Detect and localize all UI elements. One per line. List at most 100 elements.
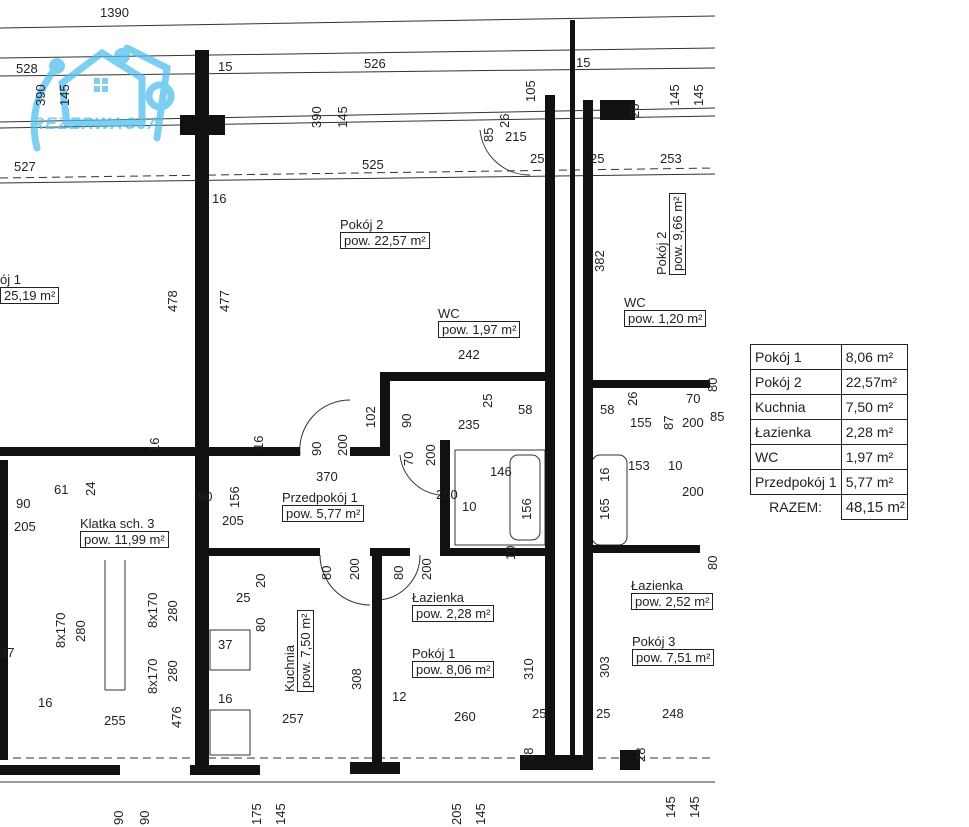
dimension-label: 205 [449, 803, 464, 825]
room-right-lazienka: Łazienka pow. 2,52 m² [631, 578, 714, 610]
dimension-label: 37 [218, 637, 233, 652]
dimension-label: 37 [0, 645, 15, 660]
room-kuchnia: Kuchnia pow. 7,50 m² [282, 609, 314, 692]
room-area: pow. 2,28 m² [412, 605, 495, 622]
dimension-label: 175 [249, 803, 264, 825]
dimension-label: 370 [316, 469, 338, 484]
dimension-label: 200 [347, 558, 362, 580]
dimension-label: 87 [661, 415, 676, 430]
room-name: WC [624, 295, 646, 310]
dimension-label: 58 [518, 402, 533, 417]
room-name: Kuchnia [750, 394, 842, 420]
dimension-label: 280 [73, 620, 88, 642]
room-lazienka: Łazienka pow. 2,28 m² [412, 590, 495, 622]
dimension-label: 145 [691, 84, 706, 106]
dimension-label: 25 [596, 706, 611, 721]
room-klatka-schodowa: Klatka sch. 3 pow. 11,99 m² [80, 516, 169, 548]
house-key-logo-icon [30, 44, 175, 152]
dimension-label: 25 [530, 151, 545, 166]
dimension-label: 10 [503, 545, 518, 560]
dimension-label: 156 [227, 486, 242, 508]
dimension-label: 165 [597, 498, 612, 520]
dimension-label: 200 [682, 415, 704, 430]
dimension-label: 10 [668, 458, 683, 473]
room-area: pow. 7,50 m² [297, 609, 314, 692]
room-name: Pokój 2 [340, 217, 384, 232]
dimension-label: 145 [57, 84, 72, 106]
room-area: pow. 7,51 m² [632, 649, 715, 666]
dimension-label: 153 [628, 458, 650, 473]
dimension-label: 12 [392, 689, 407, 704]
room-area: pow. 2,52 m² [631, 593, 714, 610]
room-przedpokoj-1: Przedpokój 1 pow. 5,77 m² [282, 490, 365, 522]
dimension-label: 20 [253, 573, 268, 588]
dimension-label: 280 [165, 600, 180, 622]
dimension-label: 70 [686, 391, 701, 406]
dimension-label: 70 [401, 451, 416, 466]
dimension-label: 58 [600, 402, 615, 417]
room-area: 7,50 m² [840, 394, 908, 420]
dimension-label: 105 [523, 80, 538, 102]
dimension-label: 242 [458, 347, 480, 362]
dimension-label: 145 [473, 803, 488, 825]
dimension-label: 200 [419, 558, 434, 580]
room-area: pow. 1,20 m² [624, 310, 707, 327]
dimension-label: 26 [627, 103, 642, 118]
dimension-label: 205 [14, 519, 36, 534]
dimension-label: 8x170 [145, 592, 160, 628]
room-area: pow. 22,57 m² [340, 232, 430, 249]
room-pokoj-1-left: ój 1 25,19 m² [0, 272, 60, 304]
room-name: Kuchnia [282, 645, 297, 692]
room-area: pow. 11,99 m² [80, 531, 169, 548]
dimension-label: 303 [597, 656, 612, 678]
dimension-label: 15 [576, 55, 591, 70]
room-name: Pokój 2 [750, 369, 842, 395]
dimension-label: 10 [462, 499, 477, 514]
dimension-label: 90 [399, 413, 414, 428]
room-right-pokoj-2: Pokój 2 pow. 9,66 m² [654, 192, 686, 275]
dimension-label: 260 [454, 709, 476, 724]
dimension-label: 16 [597, 467, 612, 482]
dimension-label: 16 [212, 191, 227, 206]
dimension-label: 16 [218, 691, 233, 706]
dimension-label: 476 [169, 706, 184, 728]
dimension-label: 478 [165, 290, 180, 312]
room-name: WC [750, 444, 842, 470]
dimension-label: 16 [147, 437, 162, 452]
room-area: 25,19 m² [0, 287, 60, 304]
room-name: Klatka sch. 3 [80, 516, 155, 531]
total-row: RAZEM: 48,15 m² [751, 494, 908, 520]
dimension-label: 102 [363, 406, 378, 428]
dimension-label: 527 [14, 159, 36, 174]
room-area: pow. 9,66 m² [669, 192, 686, 275]
dimension-label: 25 [590, 151, 605, 166]
dimension-label: 16 [38, 695, 53, 710]
dimension-label: 24 [83, 481, 98, 496]
dimension-label: 145 [667, 84, 682, 106]
dimension-label: 1390 [100, 5, 129, 20]
room-area: 8,06 m² [840, 344, 908, 370]
dimension-label: 16 [251, 435, 266, 450]
dimension-label: 90 [309, 441, 324, 456]
dimension-label: 382 [592, 250, 607, 272]
room-right-pokoj-3: Pokój 3 pow. 7,51 m² [632, 634, 715, 666]
room-name: Łazienka [750, 419, 842, 445]
dimension-label: 215 [505, 129, 527, 144]
dimension-label: 80 [705, 377, 720, 392]
dimension-label: 200 [436, 487, 458, 502]
room-name: Pokój 1 [412, 646, 456, 661]
room-name: WC [438, 306, 460, 321]
room-name: Przedpokój 1 [750, 469, 842, 495]
dimension-label: 255 [104, 713, 126, 728]
room-name: Pokój 1 [750, 344, 842, 370]
dimension-label: 25 [532, 706, 547, 721]
room-name: ój 1 [0, 272, 21, 287]
room-area: pow. 5,77 m² [282, 505, 365, 522]
dimension-label: 156 [519, 498, 534, 520]
